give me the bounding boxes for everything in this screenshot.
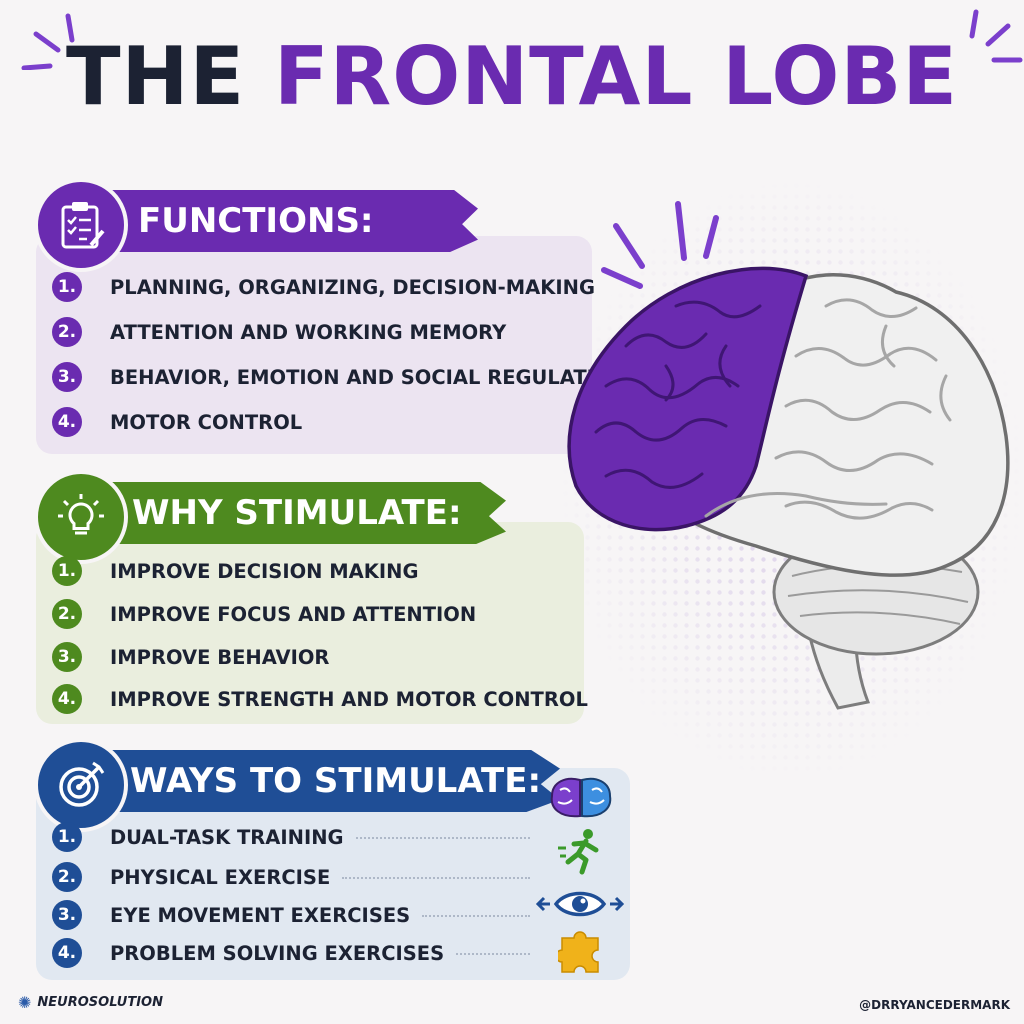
item-text: IMPROVE STRENGTH AND MOTOR CONTROL <box>110 687 588 711</box>
footer-brand-text: NEUROSOLUTION <box>37 995 163 1010</box>
functions-heading: FUNCTIONS: <box>138 201 374 241</box>
list-item: 2. PHYSICAL EXERCISE <box>52 862 330 892</box>
item-text: PHYSICAL EXERCISE <box>110 865 331 889</box>
item-text: EYE MOVEMENT EXERCISES <box>110 903 411 927</box>
why-stimulate-heading: WHY STIMULATE: <box>132 493 462 533</box>
lightbulb-icon <box>34 470 128 564</box>
item-number-badge: 4. <box>52 407 82 437</box>
page-title: THE FRONTAL LOBE <box>0 30 1024 123</box>
item-number-badge: 1. <box>52 822 82 852</box>
item-number-badge: 3. <box>52 362 82 392</box>
list-item: 3. EYE MOVEMENT EXERCISES <box>52 900 410 930</box>
item-text: BEHAVIOR, EMOTION AND SOCIAL REGULATION <box>110 365 627 389</box>
title-part-2: FRONTAL LOBE <box>273 30 959 123</box>
item-number-badge: 3. <box>52 642 82 672</box>
item-number-badge: 2. <box>52 862 82 892</box>
title-part-1: THE <box>65 30 274 123</box>
brain-icon <box>567 201 1010 710</box>
ways-to-stimulate-heading: WAYS TO STIMULATE: <box>130 761 542 801</box>
item-number-badge: 4. <box>52 684 82 714</box>
list-item: 3. IMPROVE BEHAVIOR <box>52 642 329 672</box>
clipboard-icon <box>34 178 128 272</box>
list-item: 4. IMPROVE STRENGTH AND MOTOR CONTROL <box>52 684 588 714</box>
item-text: IMPROVE DECISION MAKING <box>110 559 419 583</box>
footer-handle: @DRRYANCEDERMARK <box>859 998 1010 1012</box>
list-item: 3. BEHAVIOR, EMOTION AND SOCIAL REGULATIO… <box>52 362 627 392</box>
item-text: DUAL-TASK TRAINING <box>110 825 344 849</box>
dual-brain-icon <box>550 777 612 818</box>
list-item: 2. IMPROVE FOCUS AND ATTENTION <box>52 599 476 629</box>
target-icon <box>34 738 128 832</box>
title-burst-right <box>969 9 1023 63</box>
item-number-badge: 1. <box>52 556 82 586</box>
list-item: 1. DUAL-TASK TRAINING <box>52 822 344 852</box>
functions-panel <box>36 236 592 454</box>
item-text: MOTOR CONTROL <box>110 410 303 434</box>
neuron-icon: ✺ <box>18 993 32 1012</box>
why-stimulate-banner: WHY STIMULATE: <box>80 482 506 544</box>
item-number-badge: 3. <box>52 900 82 930</box>
functions-banner: FUNCTIONS: <box>80 190 478 252</box>
dotted-leader <box>422 915 530 917</box>
list-item: 4. MOTOR CONTROL <box>52 407 302 437</box>
list-item: 2. ATTENTION AND WORKING MEMORY <box>52 317 506 347</box>
eye-icon <box>536 891 624 917</box>
list-item: 4. PROBLEM SOLVING EXERCISES <box>52 938 444 968</box>
item-number-badge: 2. <box>52 599 82 629</box>
footer-brand: ✺ NEUROSOLUTION <box>18 993 163 1012</box>
item-text: IMPROVE BEHAVIOR <box>110 645 330 669</box>
title-burst-left <box>21 13 75 70</box>
item-text: IMPROVE FOCUS AND ATTENTION <box>110 602 477 626</box>
item-number-badge: 1. <box>52 272 82 302</box>
item-number-badge: 4. <box>52 938 82 968</box>
item-text: PROBLEM SOLVING EXERCISES <box>110 941 445 965</box>
puzzle-icon <box>558 931 599 973</box>
ways-to-stimulate-banner: WAYS TO STIMULATE: <box>80 750 560 812</box>
dotted-leader <box>342 877 530 879</box>
dotted-leader <box>356 837 530 839</box>
item-text: PLANNING, ORGANIZING, DECISION-MAKING <box>110 275 595 299</box>
dotted-leader <box>456 953 530 955</box>
item-text: ATTENTION AND WORKING MEMORY <box>110 320 507 344</box>
running-person-icon <box>558 829 599 875</box>
why-stimulate-panel <box>36 522 584 724</box>
item-number-badge: 2. <box>52 317 82 347</box>
list-item: 1. PLANNING, ORGANIZING, DECISION-MAKING <box>52 272 595 302</box>
list-item: 1. IMPROVE DECISION MAKING <box>52 556 418 586</box>
